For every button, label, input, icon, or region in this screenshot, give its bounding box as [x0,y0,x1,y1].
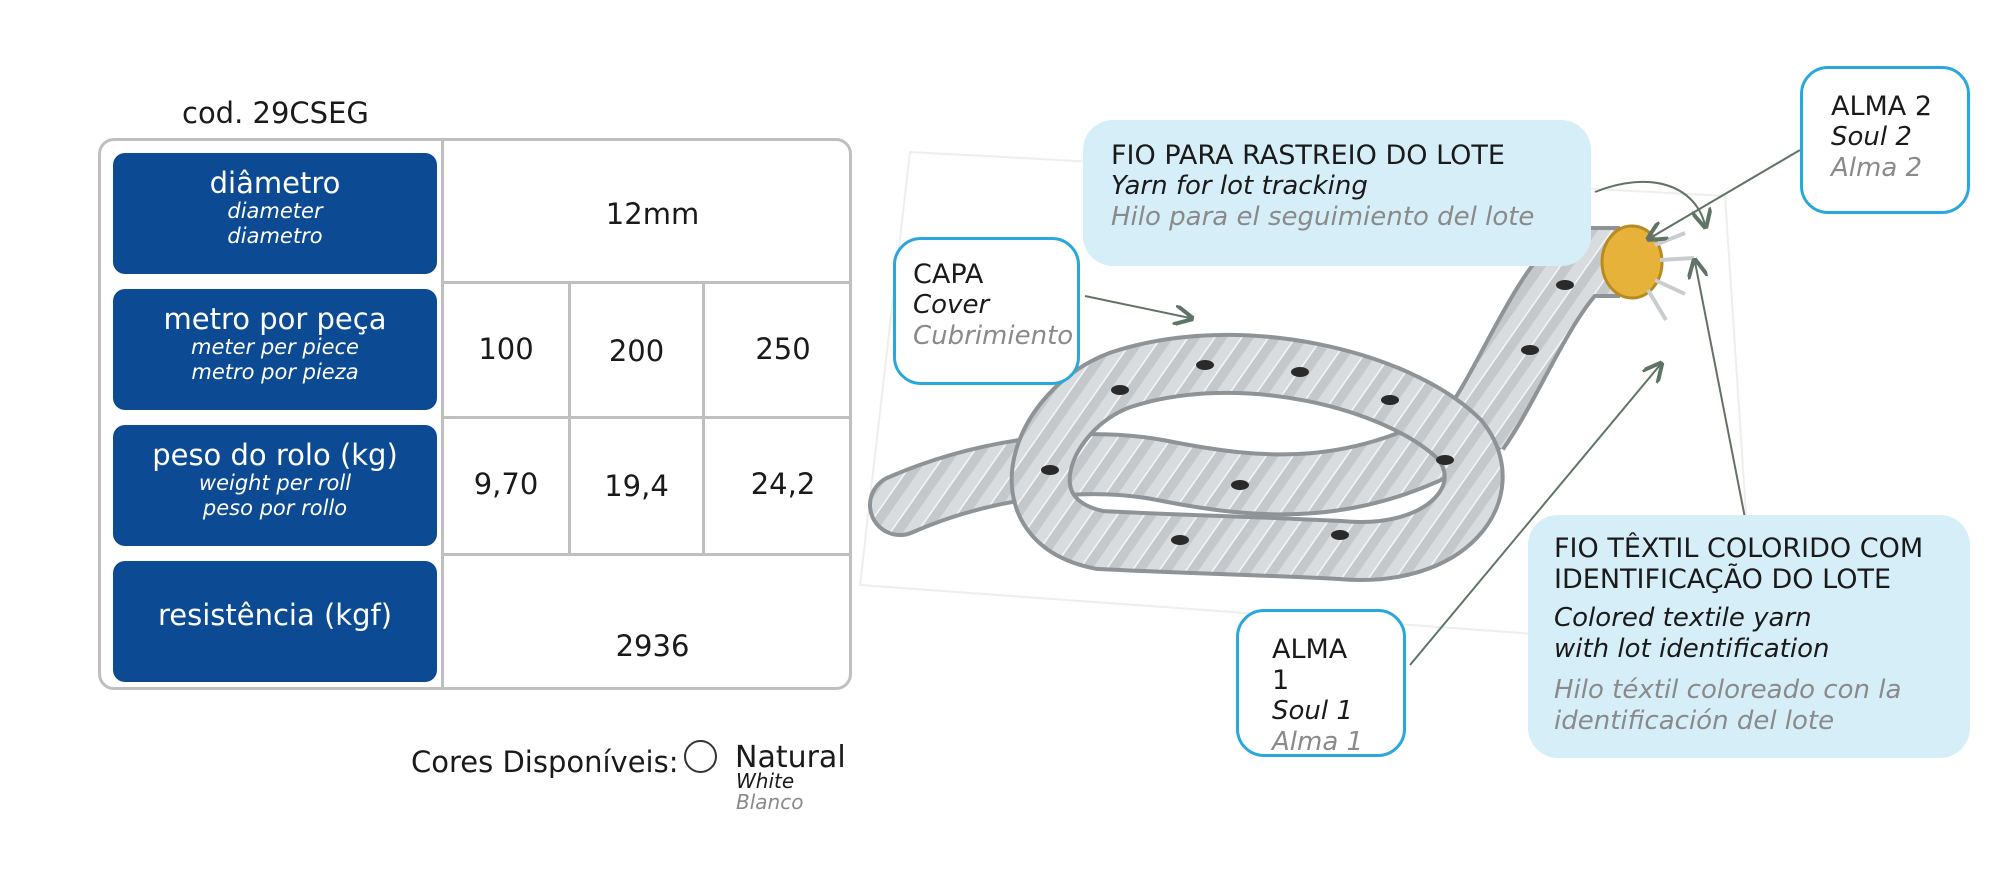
callout-en: Soul 2 [1831,122,1912,152]
row-label-resistance: resistência (kgf) [113,561,437,682]
tracer-stripes [1041,280,1574,545]
callout-en: Yarn for lot tracking [1111,171,1368,201]
table-divider [441,416,849,419]
callout-soul-1: ALMA 1 Soul 1 Alma 1 [1236,609,1406,757]
row-label-weight-per-roll: peso do rolo (kg) weight per roll peso p… [113,425,437,546]
callout-en: Soul 1 [1272,696,1353,726]
label-en: weight per roll [198,471,352,495]
callout-es: Hilo téxtil coloreado con la [1554,675,1902,705]
callout-pt: CAPA [913,259,984,290]
callout-colored-yarn: FIO TÊXTIL COLORIDO COM IDENTIFICAÇÃO DO… [1528,515,1970,758]
callout-pt: FIO TÊXTIL COLORIDO COM [1554,533,1924,564]
cell-meter-2: 200 [608,334,665,368]
cell-weight-2: 19,4 [604,469,669,503]
callout-pt: FIO PARA RASTREIO DO LOTE [1111,140,1505,171]
cell-diameter: 12mm [605,197,700,231]
color-name-es: Blanco [736,790,804,814]
callout-es: Hilo para el seguimiento del lote [1111,202,1535,232]
label-en: diameter [227,199,323,223]
callout-pt: IDENTIFICAÇÃO DO LOTE [1554,564,1891,595]
callout-leaders [1084,149,1801,666]
callout-tracking-yarn: FIO PARA RASTREIO DO LOTE Yarn for lot t… [1083,120,1591,266]
spec-table: diâmetro diameter diametro metro por peç… [98,138,852,690]
cell-weight-1: 9,70 [473,467,539,501]
table-divider [441,141,444,687]
table-divider [441,553,849,556]
color-swatch-natural[interactable] [684,740,717,773]
callout-en: with lot identification [1554,634,1830,664]
rope-core-end [1600,224,1664,300]
color-name-pt: Natural [735,740,846,775]
callout-soul-2: ALMA 2 Soul 2 Alma 2 [1800,66,1970,214]
cell-resistance: 2936 [615,629,690,663]
callout-es: Alma 2 [1831,153,1923,183]
label-pt: resistência (kgf) [157,598,393,632]
table-divider [702,281,705,553]
cell-meter-1: 100 [478,332,534,366]
rope-shape [868,224,1695,582]
callout-es: identificación del lote [1554,706,1835,736]
label-es: metro por pieza [191,360,359,384]
row-label-meter-per-piece: metro por peça meter per piece metro por… [113,289,437,410]
callout-es: Alma 1 [1272,727,1364,757]
callout-es: Cubrimiento [913,321,1074,351]
callout-cover: CAPA Cover Cubrimiento [893,237,1080,385]
label-es: diametro [227,224,323,248]
colors-label: Cores Disponíveis: [411,745,679,779]
table-divider [568,281,571,553]
callout-pt: ALMA 1 [1272,634,1348,696]
product-code: cod. 29CSEG [182,96,369,130]
cell-weight-3: 24,2 [750,467,816,501]
color-name-en: White [736,769,795,793]
callout-pt: ALMA 2 [1831,91,1933,122]
row-label-diameter: diâmetro diameter diametro [113,153,437,274]
label-en: meter per piece [191,335,359,359]
callout-en: Colored textile yarn [1554,603,1812,633]
table-divider [441,281,849,284]
callout-en: Cover [913,290,990,320]
label-es: peso por rollo [202,496,348,520]
label-pt: peso do rolo (kg) [152,438,398,472]
label-pt: diâmetro [209,166,341,200]
cell-meter-3: 250 [755,332,811,366]
label-pt: metro por peça [163,302,387,336]
